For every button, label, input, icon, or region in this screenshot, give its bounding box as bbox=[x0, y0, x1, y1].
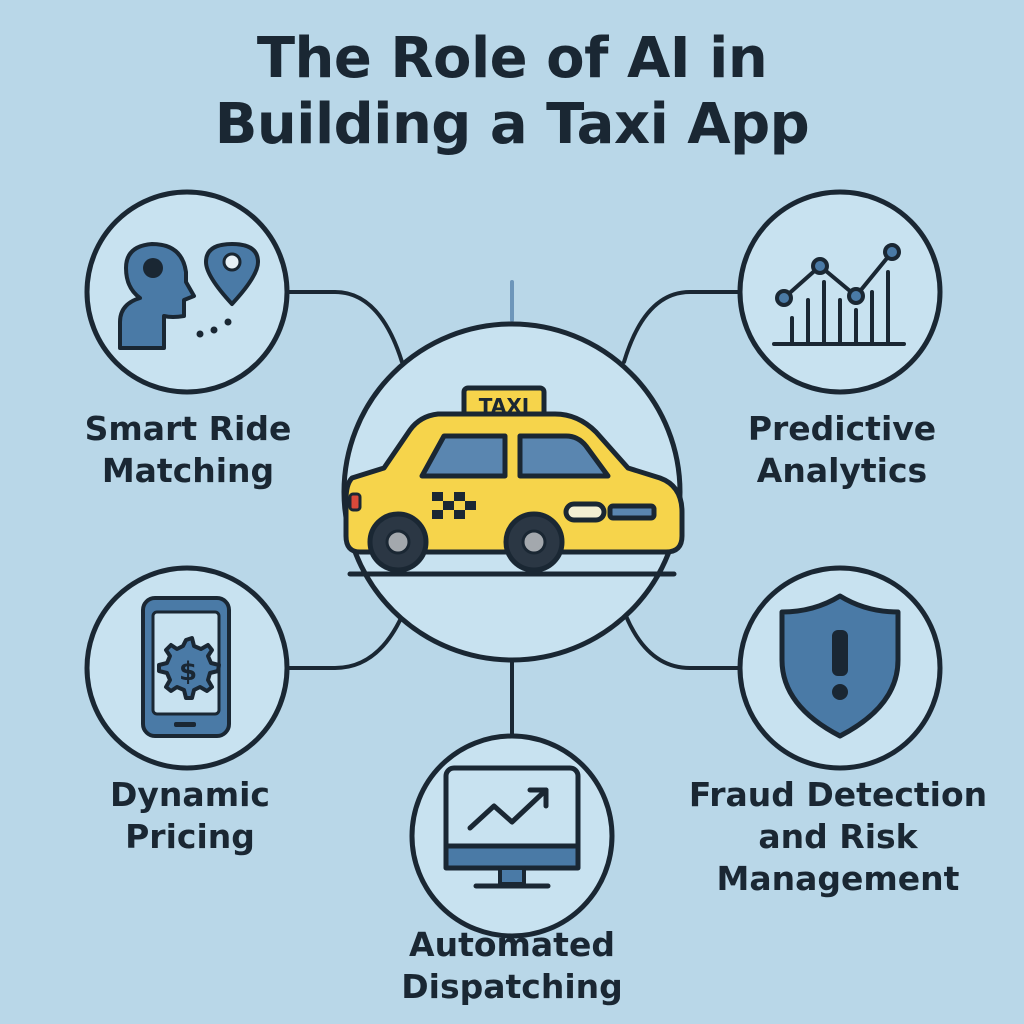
label-automated-dispatching: Automated Dispatching bbox=[352, 924, 672, 1008]
label-fraud-detection: Fraud Detection and Risk Management bbox=[668, 774, 1008, 900]
label-line: Dynamic bbox=[110, 775, 270, 814]
line-chart-icon bbox=[772, 243, 906, 346]
taxi-icon bbox=[343, 385, 685, 577]
label-line: Pricing bbox=[125, 817, 255, 856]
taxi-window-front bbox=[419, 433, 508, 479]
label-smart-ride-matching: Smart Ride Matching bbox=[48, 408, 328, 492]
dollar-icon: $ bbox=[179, 657, 197, 687]
connector-dynamic-pricing bbox=[285, 614, 404, 670]
taxi-taillight bbox=[348, 492, 362, 512]
phone-dollar-gear-icon: $ bbox=[141, 596, 231, 738]
taxi-grille bbox=[607, 503, 657, 521]
person-location-icon bbox=[118, 242, 260, 350]
gear-icon bbox=[157, 636, 221, 700]
monitor-trend-icon bbox=[443, 765, 581, 889]
trend-arrowhead bbox=[527, 787, 549, 809]
label-line: Smart Ride bbox=[84, 409, 292, 448]
label-line: Dispatching bbox=[401, 967, 623, 1006]
person-head-dot bbox=[143, 258, 163, 278]
label-line: Predictive bbox=[747, 409, 937, 448]
connector-smart-ride bbox=[285, 290, 404, 364]
connectors bbox=[285, 290, 740, 752]
page-title: The Role of AI in Building a Taxi App bbox=[0, 26, 1024, 158]
alert-dot bbox=[832, 684, 848, 700]
monitor-bezel bbox=[443, 843, 581, 871]
label-line: Matching bbox=[101, 451, 275, 490]
location-pin-hole bbox=[222, 252, 242, 272]
location-pin-icon bbox=[204, 242, 260, 306]
connector-predictive bbox=[622, 290, 740, 364]
taxi-hubcap-front bbox=[521, 529, 547, 555]
label-line: Fraud Detection bbox=[688, 775, 988, 814]
label-line: Management bbox=[716, 859, 960, 898]
trend-line bbox=[467, 787, 549, 831]
person-icon bbox=[118, 242, 196, 350]
predictive-analytics-circle bbox=[737, 189, 943, 395]
taxi-window-rear bbox=[517, 433, 611, 479]
taxi-sign-text: TAXI bbox=[479, 394, 529, 418]
label-line: Automated bbox=[409, 925, 615, 964]
taxi-hubcap-rear bbox=[385, 529, 411, 555]
label-line: and Risk bbox=[758, 817, 918, 856]
label-dynamic-pricing: Dynamic Pricing bbox=[50, 774, 330, 858]
monitor-stand bbox=[498, 866, 526, 886]
label-predictive-analytics: Predictive Analytics bbox=[702, 408, 982, 492]
title-line-2: Building a Taxi App bbox=[214, 92, 810, 157]
taxi-headlight bbox=[563, 501, 607, 523]
shield-alert-icon bbox=[779, 593, 901, 739]
title-line-1: The Role of AI in bbox=[256, 26, 768, 91]
connector-fraud bbox=[624, 614, 740, 670]
alert-bar bbox=[832, 630, 848, 676]
taxi-checker-pattern bbox=[432, 492, 476, 519]
label-line: Analytics bbox=[756, 451, 928, 490]
